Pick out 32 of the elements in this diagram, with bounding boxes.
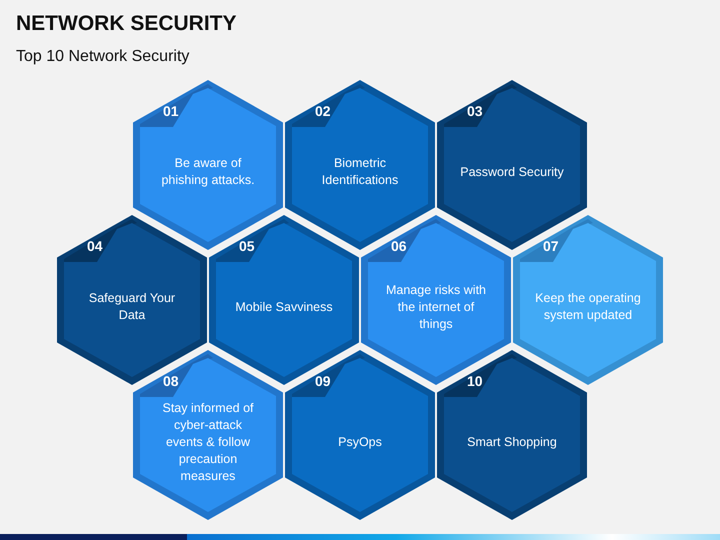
hexagon-card [437,80,587,250]
step-number: 04 [87,238,103,254]
hexagon-card [285,80,435,250]
card-text: Keep the operating system updated [535,290,641,324]
card-text: Manage risks with the internet of things [384,282,488,332]
hexagon-card [133,80,283,250]
step-number: 05 [239,238,255,254]
hexagon-card [361,215,511,385]
step-number: 08 [163,373,179,389]
card-text: Safeguard Your Data [88,290,176,324]
card-text: PsyOps [338,434,382,450]
hexagon-card [209,215,359,385]
subtitle: Top 10 Network Security [16,48,190,66]
title: NETWORK SECURITY [16,12,236,36]
card-text: Mobile Savviness [235,298,333,316]
step-number: 10 [467,373,483,389]
card-text: Smart Shopping [467,434,557,450]
step-number: 07 [543,238,559,254]
step-number: 02 [315,103,331,119]
hexagon-card [285,350,435,520]
card-text: Biometric Identifications [320,155,400,189]
step-number: 09 [315,373,331,389]
step-number: 01 [163,103,179,119]
hexagon-card [133,350,283,520]
hexagon-card [513,215,663,385]
hexagon-card [57,215,207,385]
card-text: Be aware of phishing attacks. [160,155,256,189]
step-number: 03 [467,103,483,119]
card-text: Password Security [460,164,564,180]
card-text: Stay informed of cyber-attack events & follow precaution measures [161,400,254,484]
hexagon-card [437,350,587,520]
step-number: 06 [391,238,407,254]
